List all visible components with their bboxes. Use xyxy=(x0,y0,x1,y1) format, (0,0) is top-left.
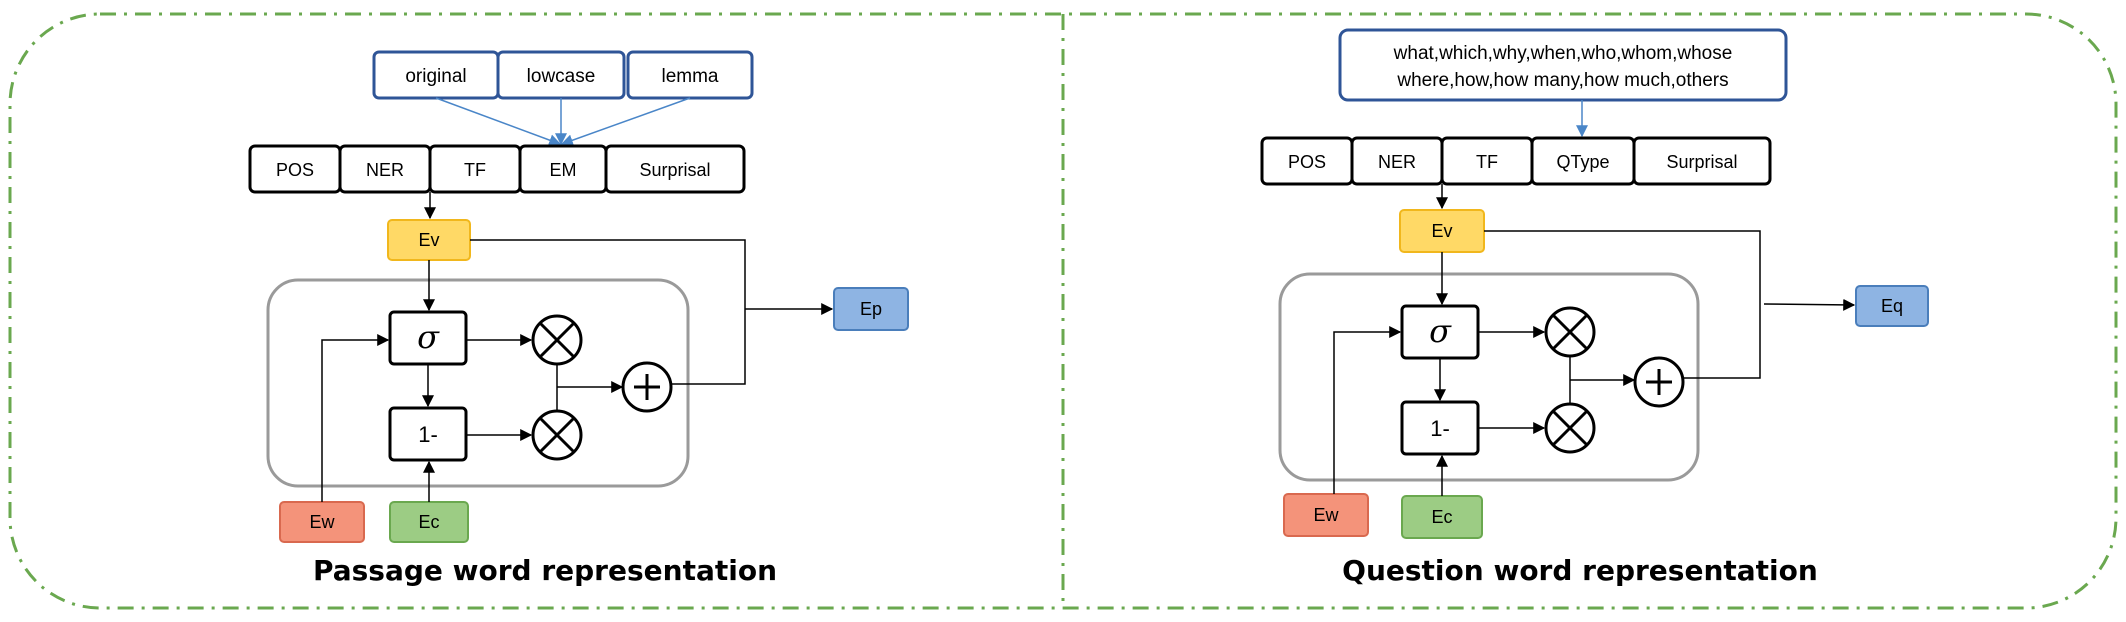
q-multiply-bottom xyxy=(1544,402,1596,454)
passage-panel: original lowcase lemma POS NER TF EM Sur… xyxy=(248,50,909,587)
ep-box xyxy=(833,287,909,331)
qtype-line-2: where,how,how many,how much,others xyxy=(1396,70,1728,91)
arrow-ew-to-sigma xyxy=(321,334,390,502)
one-minus-label: 1- xyxy=(418,422,438,447)
q-feature-box-surprisal xyxy=(1632,136,1772,186)
source-label-original: original xyxy=(405,66,466,87)
q-feature-label-surprisal: Surprisal xyxy=(1666,152,1737,172)
q-arrow-to-eq xyxy=(1763,298,1856,311)
q-ew-box xyxy=(1283,493,1369,537)
eq-box xyxy=(1855,285,1929,327)
feature-label-ner: NER xyxy=(366,160,404,180)
q-ew-label: Ew xyxy=(1313,505,1339,525)
gate-container xyxy=(266,278,690,488)
q-one-minus-label: 1- xyxy=(1430,416,1450,441)
feature-label-pos: POS xyxy=(276,160,314,180)
sigma-label: σ xyxy=(417,318,440,356)
q-arrow-ew-to-sigma xyxy=(1333,326,1402,494)
ec-label: Ec xyxy=(418,512,439,532)
q-feature-label-qtype: QType xyxy=(1556,152,1609,172)
q-feature-label-ner: NER xyxy=(1378,152,1416,172)
q-plus-circle xyxy=(1633,356,1685,408)
qtype-line-1: what,which,why,when,who,whom,whose xyxy=(1393,43,1733,64)
arrow-lemma-to-em xyxy=(560,97,691,146)
q-ev-skip-line xyxy=(1484,230,1761,379)
multiply-top xyxy=(531,314,583,366)
ew-label: Ew xyxy=(309,512,335,532)
ep-label: Ep xyxy=(860,299,882,319)
q-feature-label-tf: TF xyxy=(1476,152,1498,172)
question-panel: what,which,why,when,who,whom,whose where… xyxy=(1260,28,1929,587)
question-title: Question word representation xyxy=(1342,554,1818,587)
eq-label: Eq xyxy=(1881,296,1903,316)
multiply-bottom xyxy=(531,409,583,461)
feature-label-tf: TF xyxy=(464,160,486,180)
source-label-lowcase: lowcase xyxy=(527,66,596,87)
q-ec-label: Ec xyxy=(1431,507,1452,527)
qtype-source-box xyxy=(1338,28,1788,102)
question-feature-row: POS NER TF QType Surprisal xyxy=(1260,136,1772,186)
q-ev-label: Ev xyxy=(1431,221,1452,241)
outer-dashed-border xyxy=(8,12,2118,610)
plus-circle xyxy=(621,361,673,413)
passage-source-group: original lowcase lemma xyxy=(372,50,754,100)
feature-box-surprisal xyxy=(604,144,746,194)
q-gate-container xyxy=(1278,272,1700,482)
arrow-original-to-em xyxy=(435,97,562,146)
feature-label-surprisal: Surprisal xyxy=(639,160,710,180)
q-multiply-top xyxy=(1544,306,1596,358)
ev-label: Ev xyxy=(418,230,439,250)
feature-label-em: EM xyxy=(550,160,577,180)
passage-title: Passage word representation xyxy=(313,554,777,587)
q-feature-label-pos: POS xyxy=(1288,152,1326,172)
one-minus-box xyxy=(388,406,468,462)
passage-feature-row: POS NER TF EM Surprisal xyxy=(248,144,746,194)
ev-skip-line xyxy=(470,239,746,385)
source-label-lemma: lemma xyxy=(661,66,718,87)
q-sigma-label: σ xyxy=(1429,312,1452,350)
